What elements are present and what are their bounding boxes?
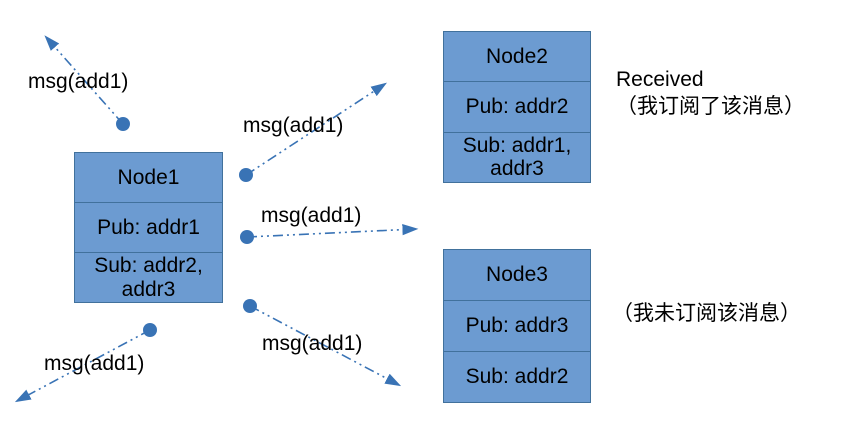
node1-box: Node1 Pub: addr1 Sub: addr2, addr3 [74, 152, 223, 303]
arrow-middle-right-origin-dot [240, 230, 254, 244]
node2-annotation: Received （我订阅了该消息） [616, 66, 805, 120]
arrow-bottom-left-line [14, 329, 151, 403]
arrow-upper-right [239, 82, 388, 182]
arrow-top-left-origin-dot [116, 117, 130, 131]
node2-box: Node2 Pub: addr2 Sub: addr1, addr3 [443, 31, 591, 183]
node3-annotation: （我未订阅该消息） [612, 302, 801, 325]
node2-sub-row: Sub: addr1, addr3 [444, 131, 590, 182]
arrow-upper-right-line [245, 82, 388, 176]
node1-sub-row: Sub: addr2, addr3 [75, 252, 222, 302]
msg-label-top-left: msg(add1) [28, 70, 129, 93]
arrow-middle-right-line [246, 224, 419, 238]
node3-title: Node3 [486, 263, 548, 287]
node1-pub-row: Pub: addr1 [75, 202, 222, 252]
arrow-lower-right [243, 299, 402, 387]
arrow-bottom-left-origin-dot [143, 323, 157, 337]
node1-title: Node1 [117, 165, 180, 189]
node2-pub-row: Pub: addr2 [444, 81, 590, 131]
node3-box: Node3 Pub: addr3 Sub: addr2 [443, 249, 591, 403]
node2-title: Node2 [486, 45, 548, 69]
msg-label-middle-right: msg(add1) [261, 204, 362, 227]
arrow-bottom-left [14, 323, 157, 403]
arrow-lower-right-line [249, 305, 402, 387]
arrow-upper-right-origin-dot [239, 168, 253, 182]
node2-annotation-line2: （我订阅了该消息） [616, 95, 805, 118]
node2-annotation-line1: Received [616, 68, 704, 91]
msg-label-upper-right: msg(add1) [243, 114, 344, 137]
arrow-lower-right-origin-dot [243, 299, 257, 313]
arrow-top-left-line [44, 35, 124, 125]
node3-pub-row: Pub: addr3 [444, 300, 590, 351]
node3-sub-row: Sub: addr2 [444, 351, 590, 402]
msg-label-bottom-left: msg(add1) [44, 352, 145, 375]
msg-label-lower-right: msg(add1) [262, 332, 363, 355]
arrow-top-left [44, 35, 130, 131]
arrow-middle-right [240, 224, 419, 244]
